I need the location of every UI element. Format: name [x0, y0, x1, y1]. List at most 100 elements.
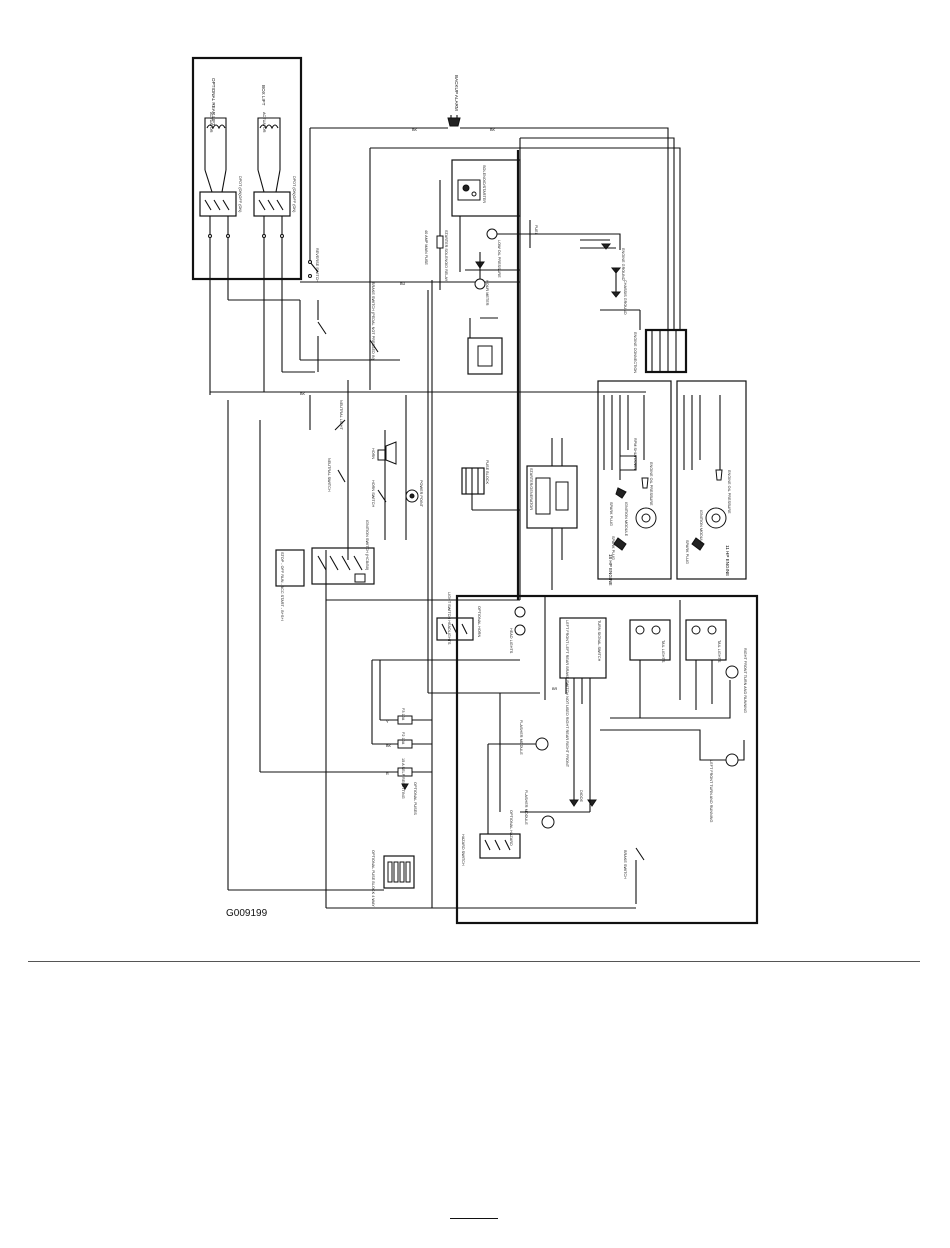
dpdt-label: DPDT (ON)OFF (ON) [238, 176, 242, 213]
optional-hazard-label: OPTIONAL HAZARD [509, 810, 513, 846]
actuator-rear-lift [204, 117, 227, 170]
hp18-engine-label: 18 HP ENGINE [608, 554, 613, 586]
fuse-f2: F2 10A [372, 732, 432, 749]
ignition-module-11-label: IGNITION MODULE [699, 510, 703, 545]
flasher-module-label-2: FLASHER MODULE [524, 790, 528, 825]
engine-oil-11-label: ENGINE OIL PRESSURE [727, 470, 731, 514]
starter-generator: STARTER/GENERATOR [526, 438, 578, 590]
hour-meter-label: HOUR METER [485, 280, 489, 306]
starter-relay-label: STARTER SOLENOID RELAY [444, 230, 448, 282]
neutral-switch-label: NEUTRAL SWITCH [327, 458, 331, 492]
brake-switch-top: BRAKE SWITCH (PEDAL NOT PRESSED IN) [299, 282, 400, 372]
diode-label: DIODE [579, 790, 583, 802]
main-fuse: 40 AMP MAIN FUSE STARTER SOLENOID RELAY [424, 180, 448, 290]
fuse-15a: 15 A SELF RESETTING [260, 758, 432, 799]
right-front-label: RIGHT FRONT TURN AND RUNNING [743, 648, 747, 713]
ignition-positions-label: STOP - OFF RUN - ACC START - B+S+I [280, 552, 284, 621]
ignition-switch-label: IGNITION SWITCH (HCB/B0) [365, 520, 369, 571]
wire-code: BK [412, 128, 418, 132]
tail-light-right: TAIL LIGHTS [685, 619, 727, 663]
power-point: POWER POINT [405, 480, 423, 508]
solenoid-starter-label: SOLENOID/STARTER [482, 165, 486, 203]
left-front-label: LEFT FRONT TURN AND RUNNING [709, 760, 713, 822]
neutral-light-label: NEUTRAL LIGHT [339, 400, 343, 430]
hazard-switch-label: HAZARD SWITCH [461, 834, 465, 866]
ignition-positions-box: STOP - OFF RUN - ACC START - B+S+I [275, 549, 305, 621]
light-switch: LIGHT SWITCH HEADLIGHTS OPTIONAL HORN [436, 592, 481, 645]
engine-oil-label: ENGINE OIL PRESSURE [649, 462, 653, 506]
wire-code: BK [386, 744, 392, 748]
actuator-label: ACTUATOR [209, 112, 213, 133]
page-divider [28, 961, 920, 962]
dpdt-switch-rear [199, 191, 237, 240]
starter-relay [467, 317, 503, 375]
tail-lights-label-2: TAIL LIGHTS [717, 640, 721, 663]
optional-fuses-label: OPTIONAL FUSES [413, 782, 417, 815]
fuel-label: FUEL [534, 225, 538, 235]
hp11-engine-label: 11 HP ENGINE [725, 545, 730, 576]
wire-codes: BK BK BK BU Y BK R BR [300, 128, 558, 776]
power-point-label: POWER POINT [419, 480, 423, 508]
engine-connection-label: ENGINE CONNECTION [633, 332, 637, 373]
light-switch-label: LIGHT SWITCH HEADLIGHTS [447, 592, 451, 645]
solenoid-starter: SOLENOID/STARTER [451, 159, 521, 217]
wire-code: R [386, 772, 389, 776]
engine-connection: ENGINE CONNECTION [600, 309, 688, 373]
reverse-switch: REVERSE SWITCH [308, 248, 319, 282]
horn-label: HORN [371, 448, 375, 459]
low-oil-label: LOW OIL PRESSURE [497, 240, 501, 278]
engine-ground-label: ENGINE GROUND [621, 248, 625, 281]
grounds: ENGINE GROUND CHASSIS GROUND [560, 233, 627, 315]
fuse-block-label: FUSE BLOCK [485, 460, 489, 485]
hour-meter: HOUR METER [465, 252, 520, 306]
fuse-15a-label: 15 A SELF RESETTING [401, 758, 405, 799]
fuse-f3: F3 10A [380, 708, 432, 725]
flasher-module-label: FLASHER MODULE [519, 720, 523, 755]
flasher-module-2: FLASHER MODULE [524, 790, 555, 829]
ignition-switch: IGNITION SWITCH (HCB/B0) [311, 520, 375, 585]
optional-rear-lift-label: OPTIONAL REAR LIFT [211, 78, 216, 126]
lift-actuator-box: OPTIONAL REAR LIFT BOX LIFT ACTUATOR ACT… [191, 56, 303, 281]
turn-signal-items: LEFT FRONT LEFT REAR BRAKE SWITCH NOT US… [565, 620, 569, 768]
box-lift-label: BOX LIFT [261, 85, 266, 106]
lower-wiring [326, 660, 745, 909]
horn: HORN [371, 441, 397, 465]
optional-fuse-arrow [401, 783, 409, 790]
optional-horn-label: OPTIONAL HORN [477, 606, 481, 638]
page-number-line [450, 1218, 498, 1219]
backup-alarm-label: BACKUP ALARM [454, 75, 459, 111]
rpm-shutdown-label: RPM SHUTDOWN [633, 438, 637, 470]
horn-switch-label: HORN SWITCH [371, 480, 375, 507]
flasher-module-1: FLASHER MODULE [519, 720, 549, 755]
turn-signal-switch: LEFT FRONT LEFT REAR BRAKE SWITCH NOT US… [559, 617, 607, 768]
wire-code: BU [400, 282, 406, 286]
spark-plug-11-label: SPARK PLUG [685, 540, 689, 564]
tail-lights-label: TAIL LIGHTS [661, 640, 665, 663]
horn-switch: HORN SWITCH [371, 480, 387, 507]
main-fuse-label: 40 AMP MAIN FUSE [424, 230, 428, 265]
engine-11hp-box: SPARK PLUG IGNITION MODULE ENGINE OIL PR… [676, 380, 747, 580]
head-lights: HEAD LIGHTS [509, 606, 526, 654]
figure-id: G009199 [226, 908, 268, 919]
brake-switch-label: BRAKE SWITCH (PEDAL NOT PRESSED IN) [371, 282, 375, 361]
left-front-turn-light: LEFT FRONT TURN AND RUNNING [709, 753, 739, 822]
wire-code: BK [300, 392, 306, 396]
right-front-turn-light: RIGHT FRONT TURN AND RUNNING [725, 648, 747, 713]
engine-18hp-box: SPARK PLUG SPARK PLUG IGNITION MODULE RP… [597, 380, 672, 586]
fuse-f2-label: F2 10A [401, 732, 405, 745]
ignition-module-label: IGNITION MODULE [624, 502, 628, 537]
dpdt-switch-box [253, 191, 291, 240]
wire-code: BK [490, 128, 496, 132]
backup-alarm: BACKUP ALARM [447, 75, 461, 127]
lift-wires [209, 240, 315, 392]
chassis-ground-label: CHASSIS GROUND [623, 280, 627, 315]
spark-plug-label: SPARK PLUG [609, 502, 613, 526]
actuator-box-lift [257, 117, 281, 170]
optional-fuse-block-label: OPTIONAL FUSE BLOCK 4 WAY [371, 850, 375, 907]
brake-switch-bottom-label: BRAKE SWITCH [623, 850, 627, 879]
head-lights-label: HEAD LIGHTS [509, 628, 513, 654]
fuse-block: FUSE BLOCK [461, 460, 520, 511]
spark-plug-label: SPARK PLUG [611, 536, 615, 560]
neutral-light: NEUTRAL LIGHT [309, 395, 346, 430]
low-oil-pressure-light: LOW OIL PRESSURE [486, 228, 560, 278]
